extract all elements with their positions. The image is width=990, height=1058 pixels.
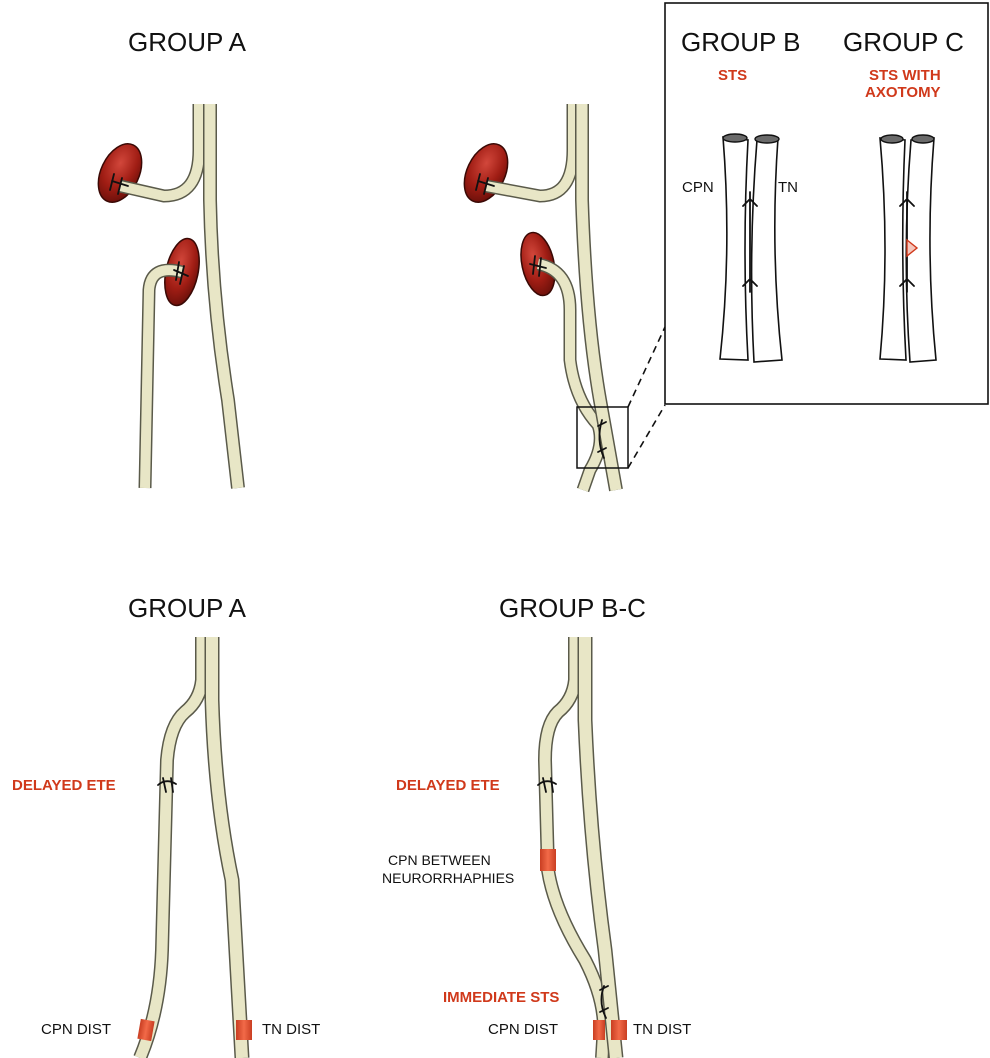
cpn-between-band bbox=[540, 849, 556, 871]
group-c-subtitle-line1: STS WITH bbox=[869, 67, 941, 84]
tn-dist-label: TN DIST bbox=[262, 1021, 320, 1038]
cpn-dist-band bbox=[593, 1020, 605, 1040]
delayed-ete-label: DELAYED ETE bbox=[12, 777, 116, 794]
upper-muscle bbox=[90, 137, 151, 209]
cpn-label: CPN bbox=[682, 179, 714, 196]
top-middle-panel bbox=[456, 104, 665, 490]
bottom-left-panel: GROUP A DELAYED ETE CPN DIST TN DIST bbox=[12, 593, 320, 1058]
cpn-dist-label: CPN DIST bbox=[488, 1021, 558, 1038]
tn-dist-band bbox=[236, 1020, 252, 1040]
group-c-subtitle-line2: AXOTOMY bbox=[865, 84, 941, 101]
inset-frame bbox=[665, 3, 988, 404]
top-left-panel: GROUP A bbox=[90, 27, 247, 488]
tn-dist-band bbox=[611, 1020, 627, 1040]
inset-panel: GROUP B STS GROUP C STS WITH AXOTOMY CPN… bbox=[665, 3, 988, 404]
upper-muscle bbox=[456, 137, 517, 209]
group-b-subtitle: STS bbox=[718, 67, 747, 84]
tn-label: TN bbox=[778, 179, 798, 196]
delayed-ete-label: DELAYED ETE bbox=[396, 777, 500, 794]
cpn-dist-label: CPN DIST bbox=[41, 1021, 111, 1038]
immediate-sts-label: IMMEDIATE STS bbox=[443, 989, 559, 1006]
zoom-line-lower bbox=[628, 405, 665, 468]
bottom-right-title: GROUP B-C bbox=[499, 593, 646, 623]
cpn-between-label-line2: NEURORRHAPHIES bbox=[382, 870, 514, 886]
zoom-line-upper bbox=[628, 327, 665, 407]
group-c-title: GROUP C bbox=[843, 27, 964, 57]
tn-dist-label: TN DIST bbox=[633, 1021, 691, 1038]
group-b-title: GROUP B bbox=[681, 27, 800, 57]
top-left-title: GROUP A bbox=[128, 27, 247, 57]
bottom-left-title: GROUP A bbox=[128, 593, 247, 623]
bottom-right-panel: GROUP B-C DELAYED ETE CPN BETWEEN NEUROR… bbox=[382, 593, 691, 1058]
cpn-between-label-line1: CPN BETWEEN bbox=[388, 852, 491, 868]
